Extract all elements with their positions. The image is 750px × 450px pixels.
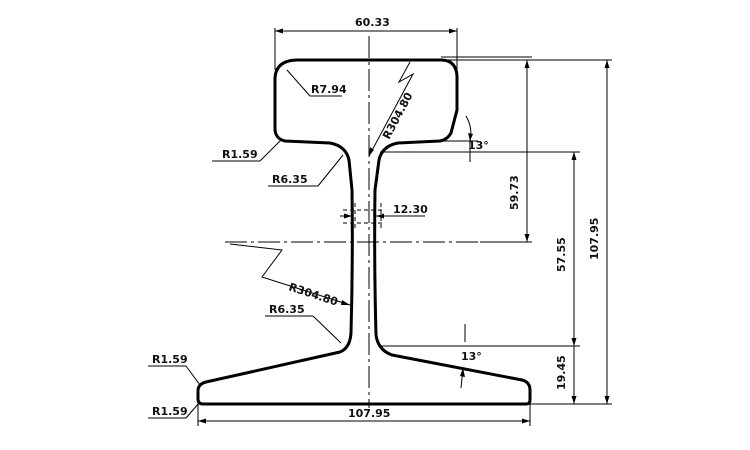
arrow-right xyxy=(344,213,352,219)
r6-35-upper-label: R6.35 xyxy=(272,173,308,186)
r304-80-upper-label: R304.80 xyxy=(380,90,416,141)
r7-94-leader xyxy=(286,69,311,97)
r1-59-head-leader xyxy=(259,138,283,162)
web-thickness-label: 12.30 xyxy=(393,203,428,216)
r1-59-base-upper-leader xyxy=(185,365,201,386)
r1-59-base-lower-leader xyxy=(185,402,200,419)
base-width-label: 107.95 xyxy=(348,407,390,420)
arrow-down xyxy=(524,234,530,242)
dim-57-55-label: 57.55 xyxy=(555,237,568,272)
head-width-label: 60.33 xyxy=(355,16,390,29)
r1-59-base-lower-label: R1.59 xyxy=(152,405,188,418)
r6-35-lower-leader xyxy=(312,315,342,344)
arrow-tip xyxy=(468,133,473,141)
arrow-left xyxy=(275,28,283,34)
arrow-down xyxy=(571,338,577,346)
head-angle-label: 13° xyxy=(468,139,489,152)
r6-35-lower-label: R6.35 xyxy=(269,303,305,316)
arrow-right xyxy=(449,28,457,34)
rail-profile-outline xyxy=(196,58,532,406)
r6-35-upper-leader xyxy=(317,154,344,187)
dim-59-73-label: 59.73 xyxy=(508,175,521,210)
r7-94-label: R7.94 xyxy=(311,83,347,96)
arrow-down xyxy=(571,396,577,404)
dim-19-45-label: 19.45 xyxy=(555,355,568,390)
arrow-left xyxy=(198,418,206,424)
height-label: 107.95 xyxy=(588,218,601,260)
arrow-tip xyxy=(341,300,350,305)
arrow-up xyxy=(604,60,610,68)
base-angle-label: 13° xyxy=(461,350,482,363)
r304-80-lower-leader xyxy=(229,243,351,306)
arrow-tip xyxy=(460,368,465,377)
arrow-tip xyxy=(369,147,374,156)
arrow-up xyxy=(524,60,530,68)
arrow-right xyxy=(522,418,530,424)
r304-80-upper-leader xyxy=(368,61,415,157)
arrow-down xyxy=(604,396,610,404)
r1-59-head-label: R1.59 xyxy=(222,148,258,161)
arrow-up xyxy=(571,152,577,160)
r1-59-base-upper-label: R1.59 xyxy=(152,353,188,366)
arrow-left xyxy=(376,213,384,219)
